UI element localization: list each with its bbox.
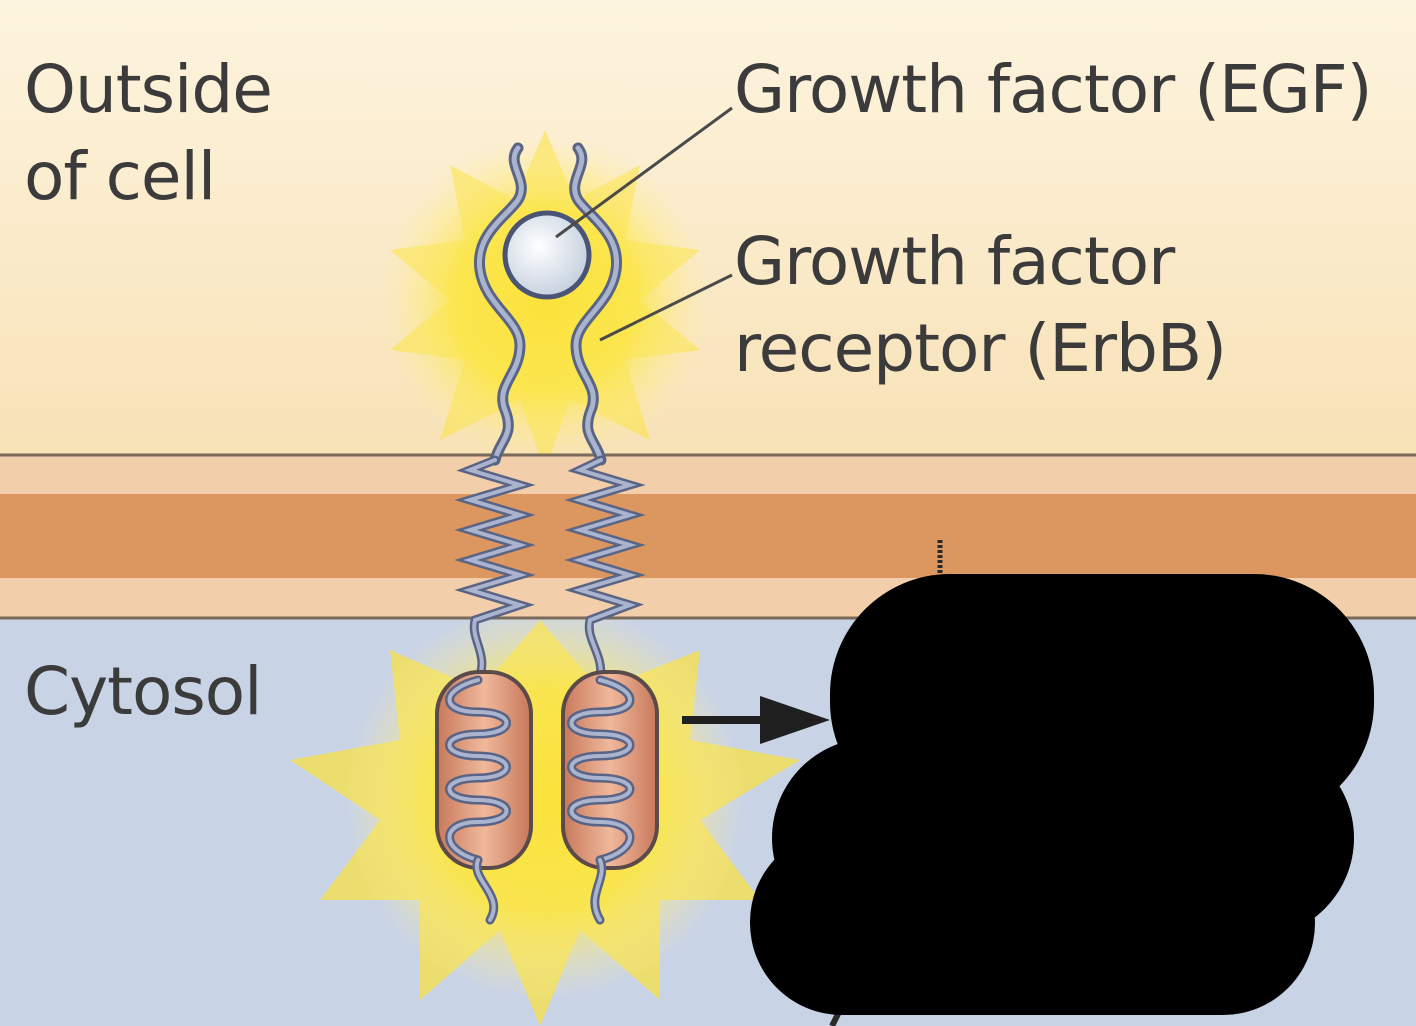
leader-line-growth-factor	[555, 106, 733, 239]
redaction-mark	[750, 574, 1374, 1015]
label-cytosol: Cytosol	[24, 653, 263, 730]
right-arrow-icon	[682, 696, 830, 744]
kinase-domain-right	[561, 670, 659, 925]
receptor-left	[454, 142, 536, 685]
growth-factor-ligand	[502, 210, 592, 300]
label-growth-factor: Growth factor (EGF)	[734, 51, 1373, 128]
label-growth-factor-receptor: Growth factor receptor (ErbB)	[734, 223, 1227, 388]
receptor-right	[564, 142, 646, 685]
leader-line-receptor	[599, 273, 733, 342]
label-outside-of-cell: Outside of cell	[24, 51, 273, 216]
kinase-domain-left	[435, 670, 533, 925]
outside-region	[0, 0, 1416, 455]
